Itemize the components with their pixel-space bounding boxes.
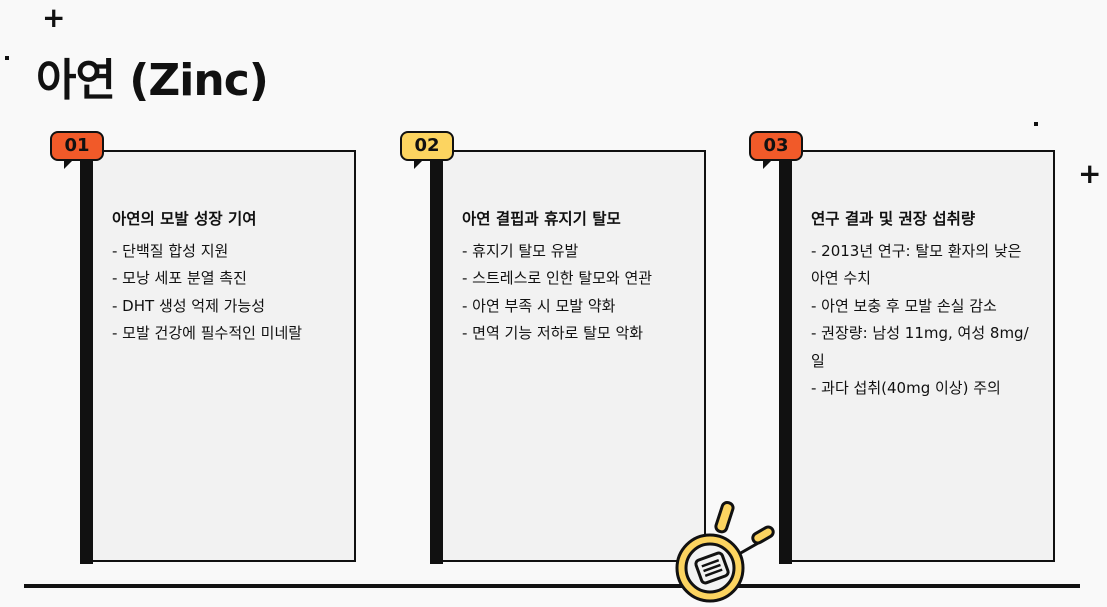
card-heading: 연구 결과 및 권장 섭취량 — [811, 210, 976, 228]
plus-decoration-icon: + — [1078, 157, 1102, 190]
card-accent-bar — [430, 150, 443, 564]
card-line: - 모발 건강에 필수적인 미네랄 — [112, 324, 303, 342]
card-number-badge: 02 — [400, 131, 454, 169]
dot-decoration — [5, 56, 9, 60]
card-line: - 휴지기 탈모 유발 — [462, 241, 579, 260]
card-accent-bar — [80, 150, 93, 564]
badge-number: 01 — [64, 135, 90, 156]
card-body: 아연 결핍과 휴지기 탈모 - 휴지기 탈모 유발 - 스트레스로 인한 탈모와… — [462, 206, 690, 348]
card-heading: 아연의 모발 성장 기여 — [112, 210, 257, 228]
dot-decoration — [1034, 122, 1038, 126]
card-line: - 단백질 합성 지원 — [112, 241, 229, 260]
card-3: 연구 결과 및 권장 섭취량 - 2013년 연구: 탈모 환자의 낮은 아연 … — [779, 150, 1055, 564]
badge-tail-icon — [763, 159, 773, 169]
badge-tail-icon — [64, 159, 74, 169]
card-accent-bar — [779, 150, 792, 564]
card-line: - 아연 보충 후 모발 손실 감소 — [811, 296, 997, 315]
badge-tail-icon — [414, 159, 424, 169]
card-body: 연구 결과 및 권장 섭취량 - 2013년 연구: 탈모 환자의 낮은 아연 … — [811, 206, 1039, 403]
card-line: - 권장량: 남성 11mg, 여성 8mg/ — [811, 324, 1029, 342]
baseline-divider — [24, 584, 1080, 588]
card-number-badge: 01 — [50, 131, 104, 169]
card-line: - DHT 생성 억제 가능성 — [112, 296, 266, 315]
card-heading: 아연 결핍과 휴지기 탈모 — [462, 210, 621, 228]
card-line: 아연 수치 — [811, 269, 871, 287]
card-2: 아연 결핍과 휴지기 탈모 - 휴지기 탈모 유발 - 스트레스로 인한 탈모와… — [430, 150, 706, 564]
frying-pan-icon — [675, 500, 775, 603]
card-line: - 과다 섭취(40mg 이상) 주의 — [811, 379, 1001, 397]
card-number-badge: 03 — [749, 131, 803, 169]
page-title: 아연 (Zinc) — [36, 55, 269, 106]
card-line: - 모낭 세포 분열 촉진 — [112, 269, 247, 287]
card-line: - 2013년 연구: 탈모 환자의 낮은 — [811, 241, 1022, 260]
card-line: 일 — [811, 351, 825, 370]
badge-number: 03 — [763, 135, 789, 156]
card-1: 아연의 모발 성장 기여 - 단백질 합성 지원 - 모낭 세포 분열 촉진 -… — [80, 150, 356, 564]
badge-number: 02 — [414, 135, 440, 156]
card-line: - 스트레스로 인한 탈모와 연관 — [462, 269, 653, 287]
card-line: - 아연 부족 시 모발 약화 — [462, 296, 616, 315]
plus-decoration-icon: + — [42, 1, 66, 34]
card-line: - 면역 기능 저하로 탈모 악화 — [462, 324, 644, 342]
card-body: 아연의 모발 성장 기여 - 단백질 합성 지원 - 모낭 세포 분열 촉진 -… — [112, 206, 340, 348]
